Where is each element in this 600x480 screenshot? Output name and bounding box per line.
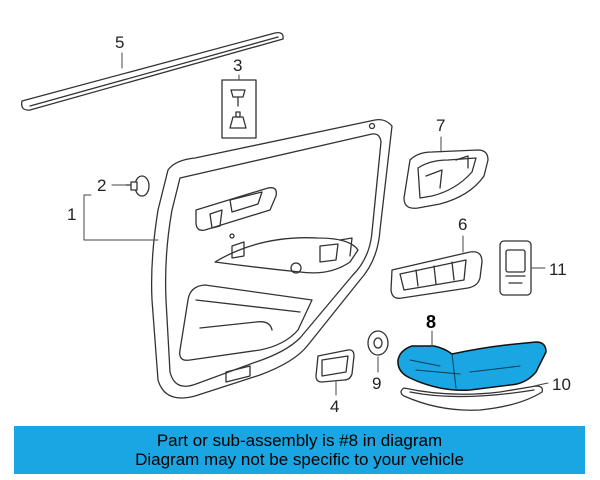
fastener-part-2[interactable] <box>125 175 150 197</box>
callout-8: 8 <box>426 312 437 332</box>
plug-part-9[interactable] <box>367 330 389 356</box>
callout-9: 9 <box>372 374 382 393</box>
armrest-part-8-highlighted[interactable] <box>397 341 547 391</box>
handle-bracket-part-7[interactable] <box>403 149 489 209</box>
part-info-banner: Part or sub-assembly is #8 in diagram Di… <box>14 426 585 474</box>
parts-diagram <box>21 31 549 411</box>
belt-molding-part-5[interactable] <box>21 31 284 111</box>
trim-strip-part-10[interactable] <box>400 385 544 411</box>
banner-line-part-number: Part or sub-assembly is #8 in diagram <box>156 431 443 450</box>
door-trim-panel-part-1[interactable] <box>150 118 393 399</box>
callout-10: 10 <box>552 375 571 394</box>
callout-4: 4 <box>330 397 340 416</box>
callout-7: 7 <box>436 116 446 135</box>
clips-part-3[interactable] <box>221 79 257 139</box>
callout-5: 5 <box>115 33 125 52</box>
handle-cup-part-4[interactable] <box>315 349 355 383</box>
banner-line-disclaimer: Diagram may not be specific to your vehi… <box>135 450 464 469</box>
callout-6: 6 <box>458 215 468 234</box>
leader-lines <box>83 52 549 396</box>
switch-bezel-part-6[interactable] <box>390 251 483 299</box>
callout-2: 2 <box>97 176 107 195</box>
window-switch-part-11[interactable] <box>499 240 532 296</box>
callout-1: 1 <box>67 205 77 224</box>
callout-11: 11 <box>549 260 567 279</box>
callout-3: 3 <box>233 56 243 75</box>
